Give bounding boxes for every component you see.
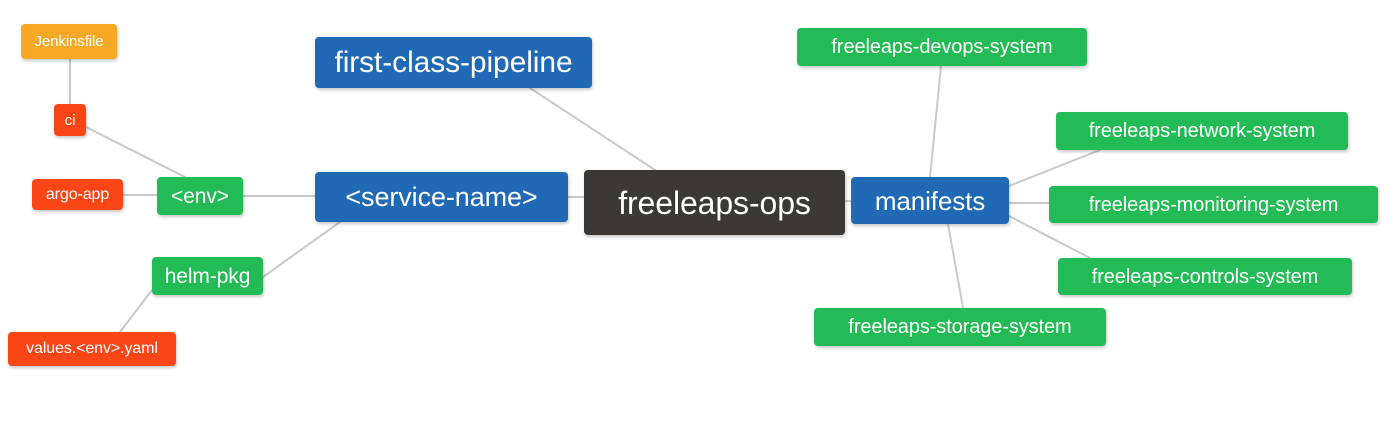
node-label-ci: ci — [64, 111, 76, 129]
node-freeleaps-controls-system[interactable]: freeleaps-controls-system — [1058, 258, 1352, 295]
node-label-service-name: <service-name> — [345, 181, 538, 212]
edge-helm-pkg-to-values-yaml — [119, 289, 153, 333]
node-label-freeleaps-monitoring-system: freeleaps-monitoring-system — [1088, 193, 1339, 216]
node-label-manifests: manifests — [874, 185, 986, 216]
edge-service-name-to-helm-pkg — [262, 221, 341, 278]
node-label-helm-pkg: helm-pkg — [164, 264, 251, 288]
node-jenkinsfile[interactable]: Jenkinsfile — [21, 24, 117, 59]
node-ci[interactable]: ci — [54, 104, 86, 136]
node-first-class-pipeline[interactable]: first-class-pipeline — [315, 37, 592, 88]
node-manifests[interactable]: manifests — [851, 177, 1009, 224]
node-argo-app[interactable]: argo-app — [32, 179, 123, 210]
node-freeleaps-ops[interactable]: freeleaps-ops — [584, 170, 845, 235]
node-label-argo-app: argo-app — [45, 185, 110, 203]
node-freeleaps-devops-system[interactable]: freeleaps-devops-system — [797, 28, 1087, 66]
node-freeleaps-monitoring-system[interactable]: freeleaps-monitoring-system — [1049, 186, 1378, 223]
node-service-name[interactable]: <service-name> — [315, 172, 568, 222]
node-freeleaps-network-system[interactable]: freeleaps-network-system — [1056, 112, 1348, 150]
node-label-first-class-pipeline: first-class-pipeline — [334, 45, 573, 79]
edge-ci-to-env — [85, 126, 186, 178]
node-label-freeleaps-ops: freeleaps-ops — [618, 184, 811, 221]
node-label-jenkinsfile: Jenkinsfile — [34, 33, 104, 50]
node-freeleaps-storage-system[interactable]: freeleaps-storage-system — [814, 308, 1106, 346]
node-label-freeleaps-network-system: freeleaps-network-system — [1088, 120, 1316, 142]
node-label-env: <env> — [171, 184, 229, 208]
node-values-yaml[interactable]: values.<env>.yaml — [8, 332, 176, 366]
node-label-freeleaps-controls-system: freeleaps-controls-system — [1091, 265, 1319, 288]
node-env[interactable]: <env> — [157, 177, 243, 215]
edge-manifests-to-freeleaps-storage-system — [947, 223, 964, 309]
edge-first-class-pipeline-to-freeleaps-ops — [529, 87, 656, 171]
node-label-freeleaps-devops-system: freeleaps-devops-system — [831, 36, 1053, 58]
node-label-values-yaml: values.<env>.yaml — [26, 340, 158, 357]
edge-manifests-to-freeleaps-devops-system — [929, 65, 942, 178]
edge-manifests-to-freeleaps-network-system — [1008, 149, 1101, 187]
node-label-freeleaps-storage-system: freeleaps-storage-system — [848, 316, 1072, 338]
node-helm-pkg[interactable]: helm-pkg — [152, 257, 263, 295]
